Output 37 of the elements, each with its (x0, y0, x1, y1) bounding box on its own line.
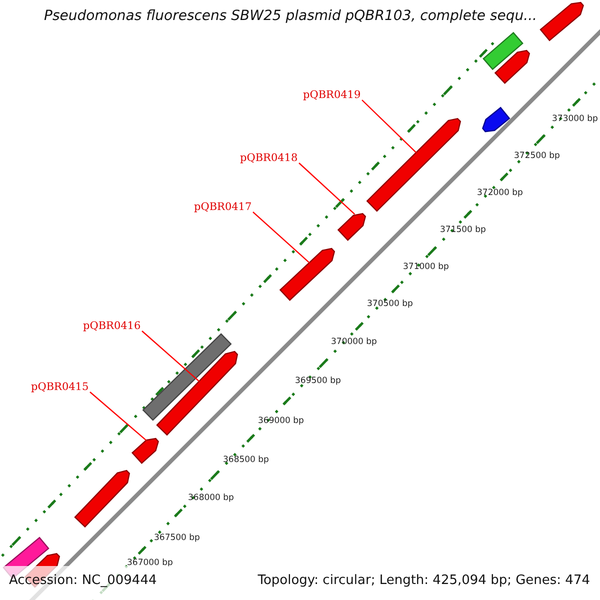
position-label: 369500 bp (295, 376, 341, 386)
gene-feature-block (482, 106, 510, 132)
gene-feature-block (74, 470, 130, 528)
position-label: 368000 bp (188, 493, 234, 503)
map-title: Pseudomonas fluorescens SBW25 plasmid pQBR103, complete sequ... (44, 8, 537, 24)
gene-feature-block (337, 212, 366, 241)
leader-line (298, 162, 356, 215)
footer-text: Topology: circular; Length: 425,094 bp; Genes: 474 (258, 573, 590, 588)
gene-feature-block (482, 32, 524, 70)
gene-label: pQBR0419 (303, 89, 361, 101)
position-label: 371500 bp (440, 225, 486, 235)
position-label: 368500 bp (223, 455, 269, 465)
leader-line (252, 212, 310, 264)
gene-label: pQBR0415 (31, 381, 89, 393)
position-label: 373000 bp (552, 114, 598, 124)
gene-feature-block (131, 438, 159, 464)
gene-feature-block (540, 2, 584, 42)
gene-feature-block (279, 248, 336, 301)
position-label: 371000 bp (403, 262, 449, 272)
leader-line (362, 100, 417, 153)
footer-text: Accession: NC_009444 (9, 573, 157, 588)
position-label: 370500 bp (367, 299, 413, 309)
position-label: 372500 bp (514, 151, 560, 161)
position-label: 367000 bp (127, 558, 173, 568)
position-label: 370000 bp (331, 337, 377, 347)
gene-feature-block (156, 350, 238, 436)
gene-feature-block (366, 118, 462, 212)
leader-line (90, 392, 147, 441)
gene-feature-block (142, 333, 232, 421)
position-label: 372000 bp (477, 188, 523, 198)
leader-line (142, 330, 200, 382)
position-label: 367500 bp (154, 533, 200, 543)
gene-label: pQBR0416 (83, 320, 141, 332)
position-label: 369000 bp (258, 416, 304, 426)
gene-label: pQBR0418 (240, 152, 298, 164)
gene-feature-block (494, 50, 530, 84)
gene-label: pQBR0417 (194, 201, 252, 213)
